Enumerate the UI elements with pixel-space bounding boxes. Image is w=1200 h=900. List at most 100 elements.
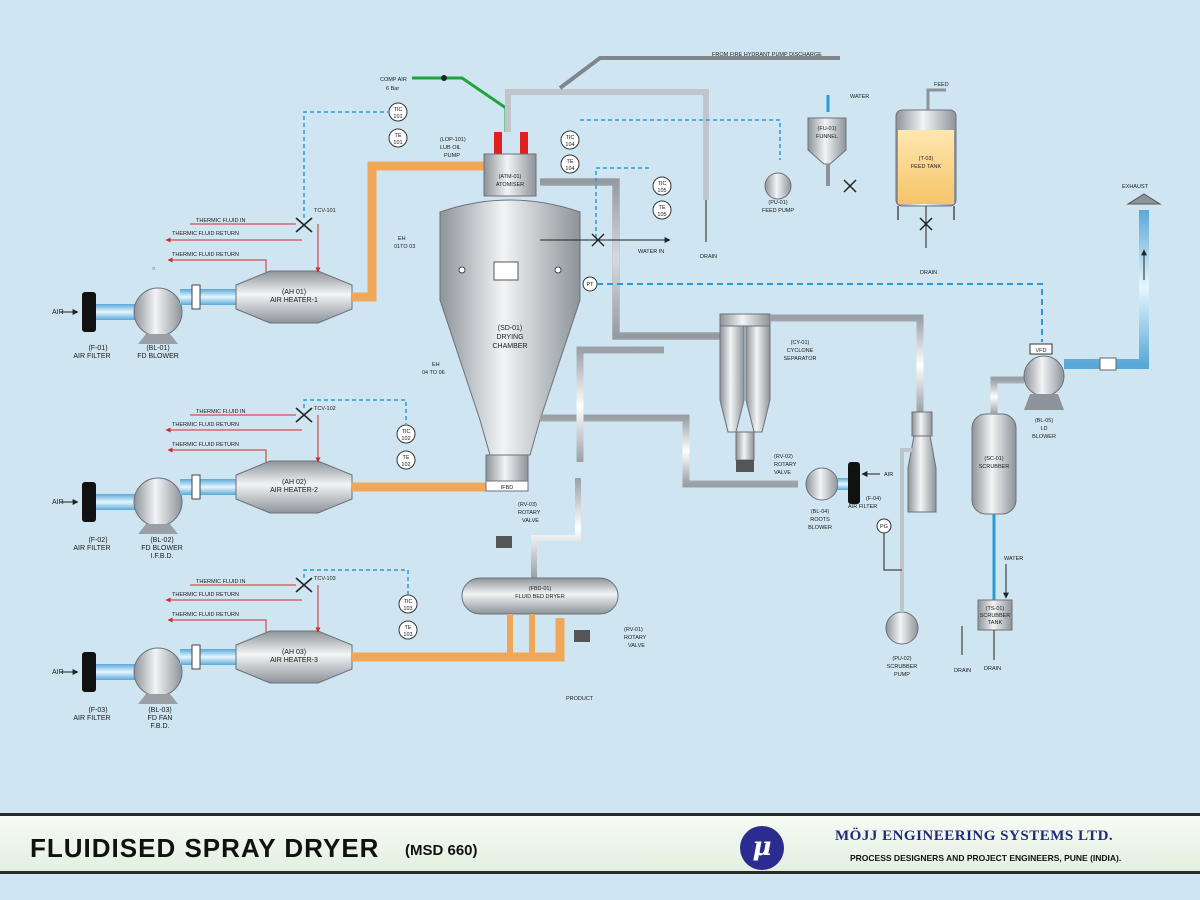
tic-104-instrument[interactable] [560,130,580,150]
tic-103-instrument[interactable] [398,594,418,614]
lub-oil-pump-red-2[interactable] [520,132,528,154]
fire-hydrant-supply [558,56,840,90]
tf-ret-1a: THERMIC FLUID RETURN [172,231,239,237]
fd-blower-bl01[interactable] [133,287,183,337]
air-heater-ah03[interactable] [235,630,353,684]
fd-blower-bl02[interactable] [133,477,183,527]
tcv-101-valve[interactable] [295,217,313,233]
damper-2[interactable] [191,474,201,500]
atomiser-atm01[interactable] [483,153,537,197]
air-heater-ah02[interactable] [235,460,353,514]
venturi-scrubber[interactable] [907,435,937,513]
scrubber-to-id-blower [990,376,1024,414]
tcv-103-valve[interactable] [295,577,313,593]
tic-101-instrument[interactable] [388,102,408,122]
cyclone-separator-cy01-b[interactable] [745,325,771,433]
te104-label: TE [566,159,573,165]
bl03-sub: F.B.D. [150,723,169,730]
duct-f03-bl03 [96,664,136,680]
atm-name: ATOMISER [496,182,524,188]
tic102-label: TIC [402,429,411,435]
fire-hydrant-line [505,89,709,200]
feed-pump-pu01[interactable] [764,172,792,200]
air-filter-f01[interactable] [82,292,96,332]
water-sc-label: WATER [1004,556,1023,562]
comp-air-bar: 6 Bar [386,86,399,92]
id-blower-bl05[interactable] [1023,355,1065,397]
te-104-instrument[interactable] [560,154,580,174]
company-logo: μ [740,826,784,870]
bl01-tag: (BL-01) [146,345,169,352]
venturi-top [911,411,933,437]
te-102-instrument[interactable] [396,450,416,470]
tf-ret-2a: THERMIC FLUID RETURN [172,422,239,428]
tcv-102-valve[interactable] [295,407,313,423]
cyclone-separator-cy01-a[interactable] [719,325,745,433]
air4-label: AIR [884,472,893,478]
cyclone-top-header [719,313,771,327]
duct-f04-bl04 [838,478,848,490]
rotary-valve-rv01[interactable] [574,630,590,642]
tic104-num: 104 [565,142,574,148]
fd-fan-bl03[interactable] [133,647,183,697]
scrubber-pump-pu02[interactable] [885,611,919,645]
te-105-instrument[interactable] [652,200,672,220]
cy-tag: (CY-01) [791,340,810,346]
tic-105-instrument[interactable] [652,176,672,196]
feed-valve[interactable] [843,179,857,193]
cyclone-outlet [735,431,755,461]
te-103-instrument[interactable] [398,620,418,640]
roots-blower-group: AIR (BL-04) ROOTS BLOWER (F-04) AIR FILT… [805,462,893,531]
bl05-name: I.D [1040,426,1047,432]
rotary-valve-rv03[interactable] [496,536,512,548]
damper-1[interactable] [191,284,201,310]
air-heater-ah01[interactable] [235,270,353,324]
air-filter-f04[interactable] [848,462,860,504]
f01-name: AIR FILTER [73,353,110,360]
f04-tag: (F-04) [866,496,881,502]
tank-drain-valve[interactable] [919,217,933,231]
scrubber-tank-ts01[interactable] [977,599,1013,631]
damper-3[interactable] [191,644,201,670]
te-101-instrument[interactable] [388,128,408,148]
rv01-tag: (RV-01) [624,627,643,633]
chamber-port-right [554,266,562,274]
ifbd-section[interactable] [485,454,529,482]
tf-return-line-1b [167,257,267,272]
ah03-tag: (AH 03) [282,649,306,656]
tcv103-label: TCV-103 [314,576,336,582]
eh2-label: EH [432,362,440,368]
comp-air-valve[interactable] [441,75,447,81]
t03-name: FEED TANK [911,164,942,170]
lub-oil-pump-red-1[interactable] [494,132,502,154]
signal-line-vfd [597,283,1043,342]
sight-glass [493,261,519,281]
water-in-valve[interactable] [591,233,605,247]
te103-num: 103 [403,632,412,638]
vfd-box[interactable] [1029,343,1053,355]
ah02-tag: (AH 02) [282,479,306,486]
te104-num: 104 [565,166,574,172]
thermic-fluid-3: THERMIC FLUID IN THERMIC FLUID RETURN TH… [165,569,418,640]
ts-name2: TANK [988,620,1003,626]
pu01-tag: (PU-01) [768,200,787,206]
pg-line [883,533,902,571]
sd-tag: (SD-01) [498,325,523,332]
air-filter-f03[interactable] [82,652,96,692]
te105-num: 105 [657,212,666,218]
sd-name1: DRYING [496,334,523,341]
ah01-tag: (AH 01) [282,289,306,296]
rotary-valve-rv02[interactable] [736,460,754,472]
roots-blower-bl04[interactable] [805,467,839,501]
ifbd-label: IFBD [501,485,514,491]
rv03-name1: ROTARY [518,510,541,516]
tic-102-instrument[interactable] [396,424,416,444]
funnel-fu01[interactable] [807,117,847,165]
atm-tag: (ATM-01) [499,174,522,180]
bl02-tag: (BL-02) [150,537,173,544]
cy-name2: SEPARATOR [783,356,816,362]
fluid-bed-dryer-fbd01[interactable] [461,577,619,615]
air-train-3: AIR (F-03) AIR FILTER (BL-03) FD FAN F.B… [52,618,565,730]
bl04-name1: ROOTS [810,517,830,523]
air-filter-f02[interactable] [82,482,96,522]
